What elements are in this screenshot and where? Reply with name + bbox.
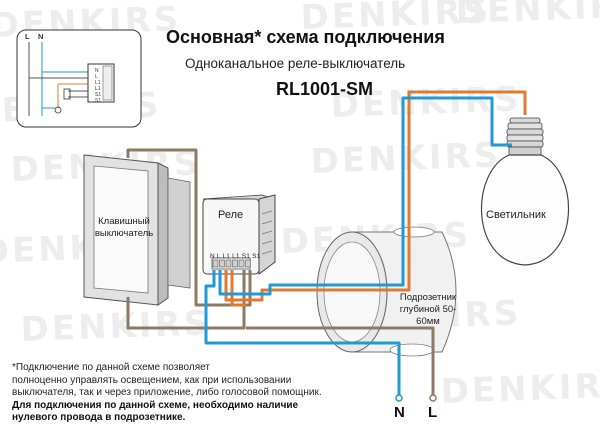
junction-box <box>316 226 457 357</box>
phase-wires <box>224 90 527 307</box>
mini-schematic <box>16 29 142 128</box>
mini-l-label: L <box>25 32 30 41</box>
relay-label: Реле <box>218 209 244 221</box>
footnote-bold-line: нулевого провода в подрозетнике. <box>12 412 186 423</box>
terminal-l-label: L <box>428 404 438 421</box>
lamp-label: Светильник <box>486 209 546 221</box>
light-bulb <box>481 117 569 266</box>
mini-pin-l1b: L1 <box>95 86 101 92</box>
switch-label: Клавишный выключатель <box>94 216 154 239</box>
mini-pin-l1a: L1 <box>95 80 101 86</box>
diagram-subtitle: Одноканальное реле-выключатель <box>185 56 406 71</box>
mini-pin-l: L <box>95 74 98 80</box>
footnote-bold-line: Для подключения по данной схеме, необход… <box>12 399 299 411</box>
wall-switch <box>83 154 191 306</box>
mini-n-label: N <box>38 32 44 41</box>
relay-module <box>202 194 276 275</box>
model-name: RL1001-SM <box>276 79 374 99</box>
relay-pins-label: N L L1 L1 S1 S1 <box>210 253 261 260</box>
mini-pin-n: N <box>95 68 99 74</box>
neutral-wires <box>204 96 512 395</box>
diagram-title: Основная* схема подключения <box>166 27 445 47</box>
footnote: *Подключение по данной схеме позволяет п… <box>12 362 382 425</box>
terminal-n-label: N <box>394 404 405 421</box>
footnote-line: *Подключение по данной схеме позволяет <box>12 362 210 373</box>
terminal-ends <box>395 394 437 402</box>
mini-pin-s1b: S1 <box>95 98 102 104</box>
junction-box-label: Подрозетник глубиной 50-60мм <box>399 292 457 327</box>
footnote-line: полноценно управлять освещением, как при… <box>12 374 292 386</box>
mini-pin-s1a: S1 <box>95 92 102 98</box>
footnote-line: выключателя, так и через приложение, либ… <box>12 387 322 398</box>
